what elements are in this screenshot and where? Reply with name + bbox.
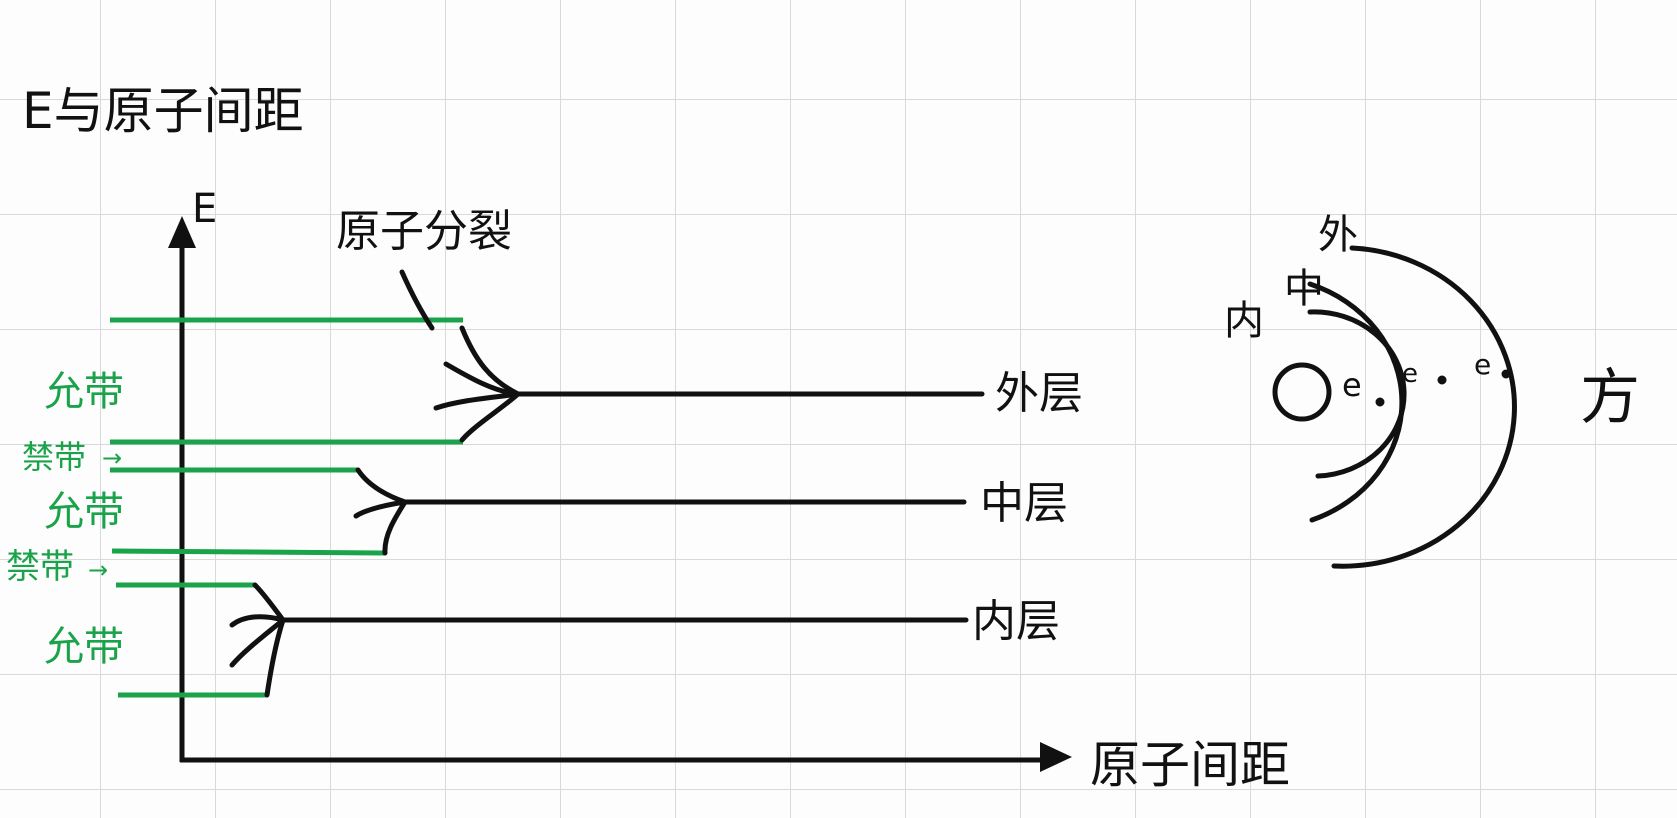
forbidden-arrow-icon-2: → [88, 556, 108, 584]
fan-inner-1 [252, 582, 286, 623]
diagram-title: E与原子间距 [22, 82, 304, 140]
shell-inner-label: 内 [1224, 298, 1264, 344]
fan-outer-1 [459, 325, 521, 397]
shell-middle-label: 中 [1284, 266, 1324, 312]
atom-illustration [1272, 245, 1517, 569]
shell-middle-arc [1307, 281, 1405, 523]
forbidden-band-label-1: 禁带 [22, 438, 86, 476]
fan-middle-3 [382, 499, 408, 556]
band-edges [110, 317, 463, 698]
fan-middle-1 [355, 467, 408, 505]
axes [168, 216, 1072, 772]
fan-outer-3 [433, 391, 521, 411]
x-axis-label: 原子间距 [1090, 736, 1290, 794]
forbidden-band-label-2: 禁带 [6, 547, 74, 587]
y-axis-arrow [168, 216, 196, 248]
fan-outer-4 [459, 391, 521, 443]
shell-outer-label: 外 [1318, 212, 1358, 258]
allowed-band-label-2: 允带 [44, 489, 124, 535]
allowed-band-label-3: 允带 [44, 624, 124, 670]
y-axis-label: E [192, 186, 217, 232]
level-inner-label: 内层 [972, 596, 1060, 647]
level-outer-label: 外层 [995, 368, 1083, 419]
split-label: 原子分裂 [336, 206, 512, 257]
electron-dot-1 [1375, 397, 1385, 407]
shell-inner-arc [1307, 309, 1407, 479]
fan-inner-4 [264, 617, 286, 698]
level-middle-label: 中层 [980, 478, 1068, 529]
band-edge-middle-bottom [111, 548, 386, 556]
electron-dot-3 [1501, 369, 1511, 379]
fan-middle-2 [353, 499, 408, 519]
energy-levels [229, 269, 985, 698]
allowed-band-label-1: 允带 [44, 369, 124, 415]
fan-inner-3 [229, 617, 286, 668]
shell-outer-arc [1331, 245, 1517, 569]
x-axis-arrow [1040, 742, 1072, 772]
electron-label-3: e [1474, 348, 1491, 381]
electron-label-2: e [1402, 359, 1418, 389]
fan-inner-2 [229, 614, 286, 628]
forbidden-arrow-icon-1: → [102, 444, 122, 472]
split-pointer [399, 269, 435, 331]
electron-label-1: e [1342, 366, 1362, 404]
nucleus-icon [1272, 362, 1332, 422]
electron-dot-2 [1437, 375, 1447, 385]
atom-side-label: 方 [1580, 363, 1640, 433]
